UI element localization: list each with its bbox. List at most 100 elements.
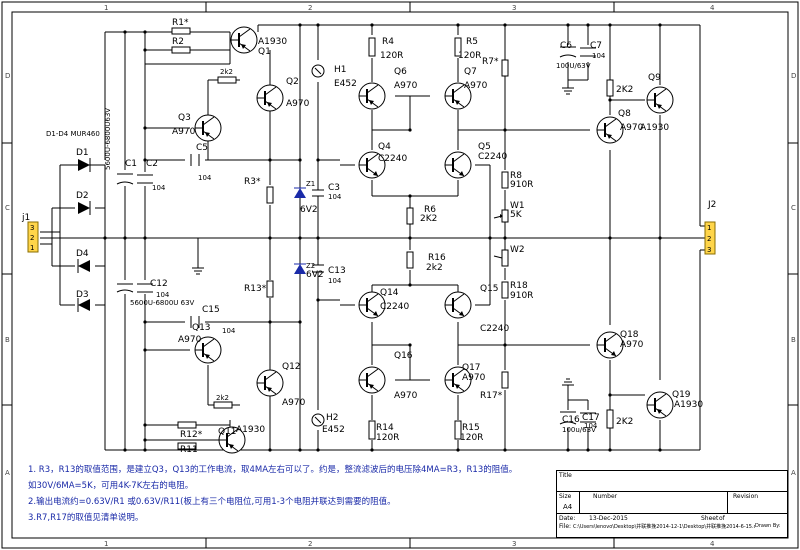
resistor-r11[interactable]: R11 <box>177 442 198 455</box>
frame-col-2-bottom: 2 <box>308 540 312 548</box>
q9-type: A1930 <box>640 123 669 133</box>
resistor-2k2-lower[interactable]: 2k2 <box>213 394 233 409</box>
resistor-r14[interactable]: R14 120R <box>368 420 399 443</box>
resistor-r5[interactable]: R5 120R <box>454 37 481 61</box>
q14-type: C2240 <box>380 302 409 312</box>
capacitor-c16[interactable]: C16 100u/63V <box>559 411 596 434</box>
capacitor-c17[interactable]: C17 104 <box>580 412 600 430</box>
r6-value: 2K2 <box>420 214 437 224</box>
capacitor-c12[interactable]: C12 104 5600U-6800U 63V <box>116 279 195 307</box>
frame-row-b-right: B <box>791 336 796 344</box>
z2-label: Z2 <box>306 262 315 270</box>
diode-d4[interactable]: D4 <box>76 249 90 273</box>
q7-type: A970 <box>464 81 488 91</box>
w1-label: W1 <box>510 201 525 211</box>
capacitor-c7[interactable]: C7 104 <box>580 41 606 60</box>
resistor-r1[interactable]: R1* <box>171 18 191 35</box>
zener-z1[interactable]: Z1 6V2 <box>294 180 318 215</box>
trimmer-w2[interactable]: W2 <box>493 245 525 267</box>
c16-value: 100u/63V <box>562 426 596 434</box>
q6-type: A970 <box>394 81 418 91</box>
resistor-r17[interactable]: R17* <box>480 371 509 401</box>
resistor-r2[interactable]: R2 <box>171 37 191 54</box>
resistor-r13[interactable]: R13* <box>244 280 274 298</box>
j2-label: J2 <box>707 200 716 210</box>
ground-symbols <box>192 85 574 400</box>
c17-value: 104 <box>584 422 598 430</box>
resistor-2k2-right-lower[interactable]: 2K2 <box>606 409 633 429</box>
resistor-r3[interactable]: R3* <box>244 177 274 204</box>
resistor-r18[interactable]: R18 910R <box>501 281 533 301</box>
trimmer-w1[interactable]: W1 5K <box>493 201 525 223</box>
resistor-r16[interactable]: R16 2k2 <box>406 251 446 273</box>
diode-d2[interactable]: D2 <box>76 191 91 215</box>
connector-j1[interactable]: 3 2 1 j1 <box>21 213 39 253</box>
frame-row-b: B <box>5 336 10 344</box>
connector-j2[interactable]: 1 2 3 J2 <box>704 200 716 255</box>
c3-label: C3 <box>328 183 340 193</box>
r18-label: R18 <box>510 281 528 291</box>
capacitor-c3[interactable]: C3 104 <box>312 183 342 201</box>
resistor-r8[interactable]: R8 910R <box>501 171 533 190</box>
sheet-label: Sheet <box>701 515 719 522</box>
q4-label: Q4 <box>378 142 391 152</box>
c16-label: C16 <box>562 415 580 425</box>
file-path: C:\Users\lenovo\Desktop\并联推挽2014-12-1\De… <box>573 524 755 530</box>
led-h1[interactable]: H1 E452 <box>311 64 357 89</box>
diode-d1[interactable]: D1 <box>75 148 95 172</box>
q16-type: A970 <box>394 391 418 401</box>
title-block: Title Size A4 Number Revision Date: 13-D… <box>556 470 788 538</box>
resistor-r4[interactable]: R4 120R <box>368 37 403 61</box>
c15-value: 104 <box>222 327 236 335</box>
r8-value: 910R <box>510 180 533 190</box>
h1-type: E452 <box>334 79 357 89</box>
resistor-r7[interactable]: R7* <box>482 57 509 77</box>
resistor-r15[interactable]: R15 120R <box>454 420 483 443</box>
r13-label: R13* <box>244 284 267 294</box>
capacitor-c1[interactable]: C1 5600U-6800U63V <box>104 108 137 186</box>
diode-d3[interactable]: D3 <box>76 290 90 312</box>
r17-label: R17* <box>480 391 503 401</box>
j1-pin-1: 1 <box>30 244 34 252</box>
d4-label: D4 <box>76 249 89 259</box>
c6-value: 100U/63V <box>556 62 591 70</box>
capacitor-c6[interactable]: C6 100U/63V <box>556 41 591 70</box>
resistor-r12[interactable]: R12* <box>177 421 203 440</box>
z2-value: 6V2 <box>306 270 324 280</box>
capacitor-c5[interactable]: C5 104 <box>190 143 212 182</box>
capacitor-c15[interactable]: C15 104 <box>190 305 236 335</box>
resistor-2k2-right-upper[interactable]: 2K2 <box>606 79 633 97</box>
capacitor-c13[interactable]: C13 104 <box>312 264 346 285</box>
q7-label: Q7 <box>464 67 477 77</box>
capacitor-c2[interactable]: C2 104 <box>137 159 166 192</box>
zener-z2[interactable]: Z2 6V2 <box>294 262 324 280</box>
resistor-r6[interactable]: R6 2K2 <box>406 205 437 225</box>
led-h2[interactable]: H2 E452 <box>311 413 345 435</box>
r5-value: 120R <box>458 51 481 61</box>
c12-capacitance: 5600U-6800U 63V <box>130 299 195 307</box>
r6-label: R6 <box>424 205 436 215</box>
resistor-2k2-upper[interactable]: 2k2 <box>217 68 237 84</box>
q8-label: Q8 <box>618 109 631 119</box>
frame-row-d: D <box>5 72 10 80</box>
